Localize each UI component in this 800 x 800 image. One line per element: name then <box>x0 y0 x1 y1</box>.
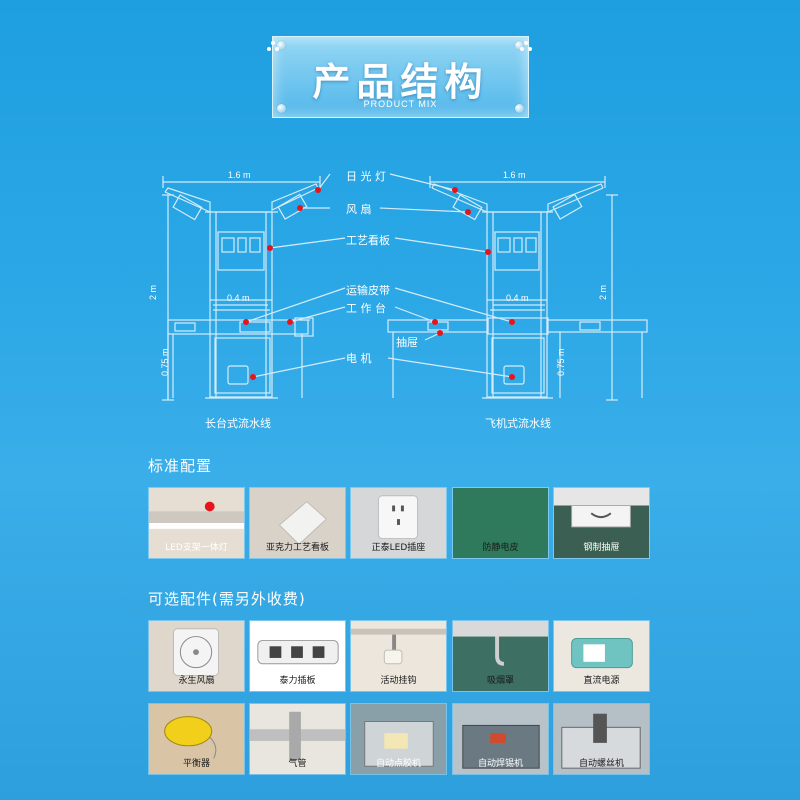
optional-item: 吸烟罩 <box>452 620 549 692</box>
dim-belt-left: 0.4 m <box>227 293 250 303</box>
item-label: 活动挂钩 <box>380 676 417 686</box>
item-label: 自动点胶机 <box>375 759 421 769</box>
item-label: 正泰LED插座 <box>371 543 426 553</box>
led-lamp-icon <box>149 488 244 558</box>
item-label: 自动螺丝机 <box>578 759 624 769</box>
balancer-icon <box>149 704 244 774</box>
dim-height-right: 2 m <box>598 284 608 300</box>
dim-table-right: 0.75 m <box>556 348 566 376</box>
dim-height-left: 2 m <box>148 284 158 300</box>
optional-item: 自动点胶机 <box>350 703 447 775</box>
socket-icon <box>351 488 446 558</box>
optional-item: 直流电源 <box>553 620 650 692</box>
optional-item: 气管 <box>249 703 346 775</box>
marker-dots <box>243 187 515 380</box>
screw-machine-icon <box>554 704 649 774</box>
item-label: 泰力插板 <box>279 676 316 686</box>
item-label: 永生风扇 <box>178 676 215 686</box>
callout-fan: 风 扇 <box>346 203 372 216</box>
page-title: 产品结构 <box>312 60 489 104</box>
air-pipe-icon <box>250 704 345 774</box>
item-label: 吸烟罩 <box>486 676 514 686</box>
acrylic-board-icon <box>250 488 345 558</box>
hook-icon <box>351 621 446 691</box>
standard-item: LED支架一体灯 <box>148 487 245 559</box>
dim-table-left: 0.75 m <box>160 348 170 376</box>
power-strip-icon <box>250 621 345 691</box>
callout-worktable: 工 作 台 <box>346 302 386 315</box>
item-label: 气管 <box>288 759 307 769</box>
item-label: 自动焊锡机 <box>477 759 523 769</box>
standard-item: 亚克力工艺看板 <box>249 487 346 559</box>
optional-item: 泰力插板 <box>249 620 346 692</box>
item-label: LED支架一体灯 <box>165 543 228 553</box>
item-label: 亚克力工艺看板 <box>265 543 329 553</box>
triangle-dots-icon <box>267 41 279 51</box>
screw-icon <box>515 41 524 50</box>
caption-long-table: 长台式流水线 <box>205 417 271 430</box>
callout-drawer: 抽屉 <box>396 336 418 349</box>
dispenser-icon <box>351 704 446 774</box>
optional-item: 平衡器 <box>148 703 245 775</box>
optional-title: 可选配件(需另外收费) <box>148 590 306 608</box>
screw-icon <box>277 104 286 113</box>
caption-airplane: 飞机式流水线 <box>485 417 551 430</box>
standard-title: 标准配置 <box>148 457 213 475</box>
optional-item: 自动螺丝机 <box>553 703 650 775</box>
drawer-icon <box>554 488 649 558</box>
item-label: 平衡器 <box>182 759 210 769</box>
dim-belt-right: 0.4 m <box>506 293 529 303</box>
callout-board: 工艺看板 <box>346 234 390 247</box>
soldering-machine-icon <box>453 704 548 774</box>
structure-diagram: 日 光 灯 风 扇 工艺看板 运输皮带 工 作 台 抽屉 电 机 1.6 m 1… <box>0 150 800 440</box>
antistatic-mat-icon <box>453 488 548 558</box>
standard-item: 正泰LED插座 <box>350 487 447 559</box>
optional-item: 永生风扇 <box>148 620 245 692</box>
triangle-dots-icon <box>520 41 532 51</box>
callout-motor: 电 机 <box>346 352 372 365</box>
page-subtitle: PRODUCT MIX <box>363 99 438 109</box>
optional-item: 自动焊锡机 <box>452 703 549 775</box>
line-drawing <box>162 173 648 401</box>
screw-icon <box>515 104 524 113</box>
callout-lamp: 日 光 灯 <box>346 170 386 183</box>
dim-width-left: 1.6 m <box>228 170 251 180</box>
title-banner: 产品结构 PRODUCT MIX <box>272 36 529 118</box>
dc-power-icon <box>554 621 649 691</box>
optional-item: 活动挂钩 <box>350 620 447 692</box>
fume-hood-icon <box>453 621 548 691</box>
fan-icon <box>149 621 244 691</box>
item-label: 直流电源 <box>583 676 620 686</box>
dim-width-right: 1.6 m <box>503 170 526 180</box>
standard-item: 钢制抽屉 <box>553 487 650 559</box>
item-label: 防静电皮 <box>482 543 519 553</box>
screw-icon <box>277 41 286 50</box>
callout-belt: 运输皮带 <box>346 284 390 297</box>
standard-item: 防静电皮 <box>452 487 549 559</box>
item-label: 钢制抽屉 <box>583 543 620 553</box>
